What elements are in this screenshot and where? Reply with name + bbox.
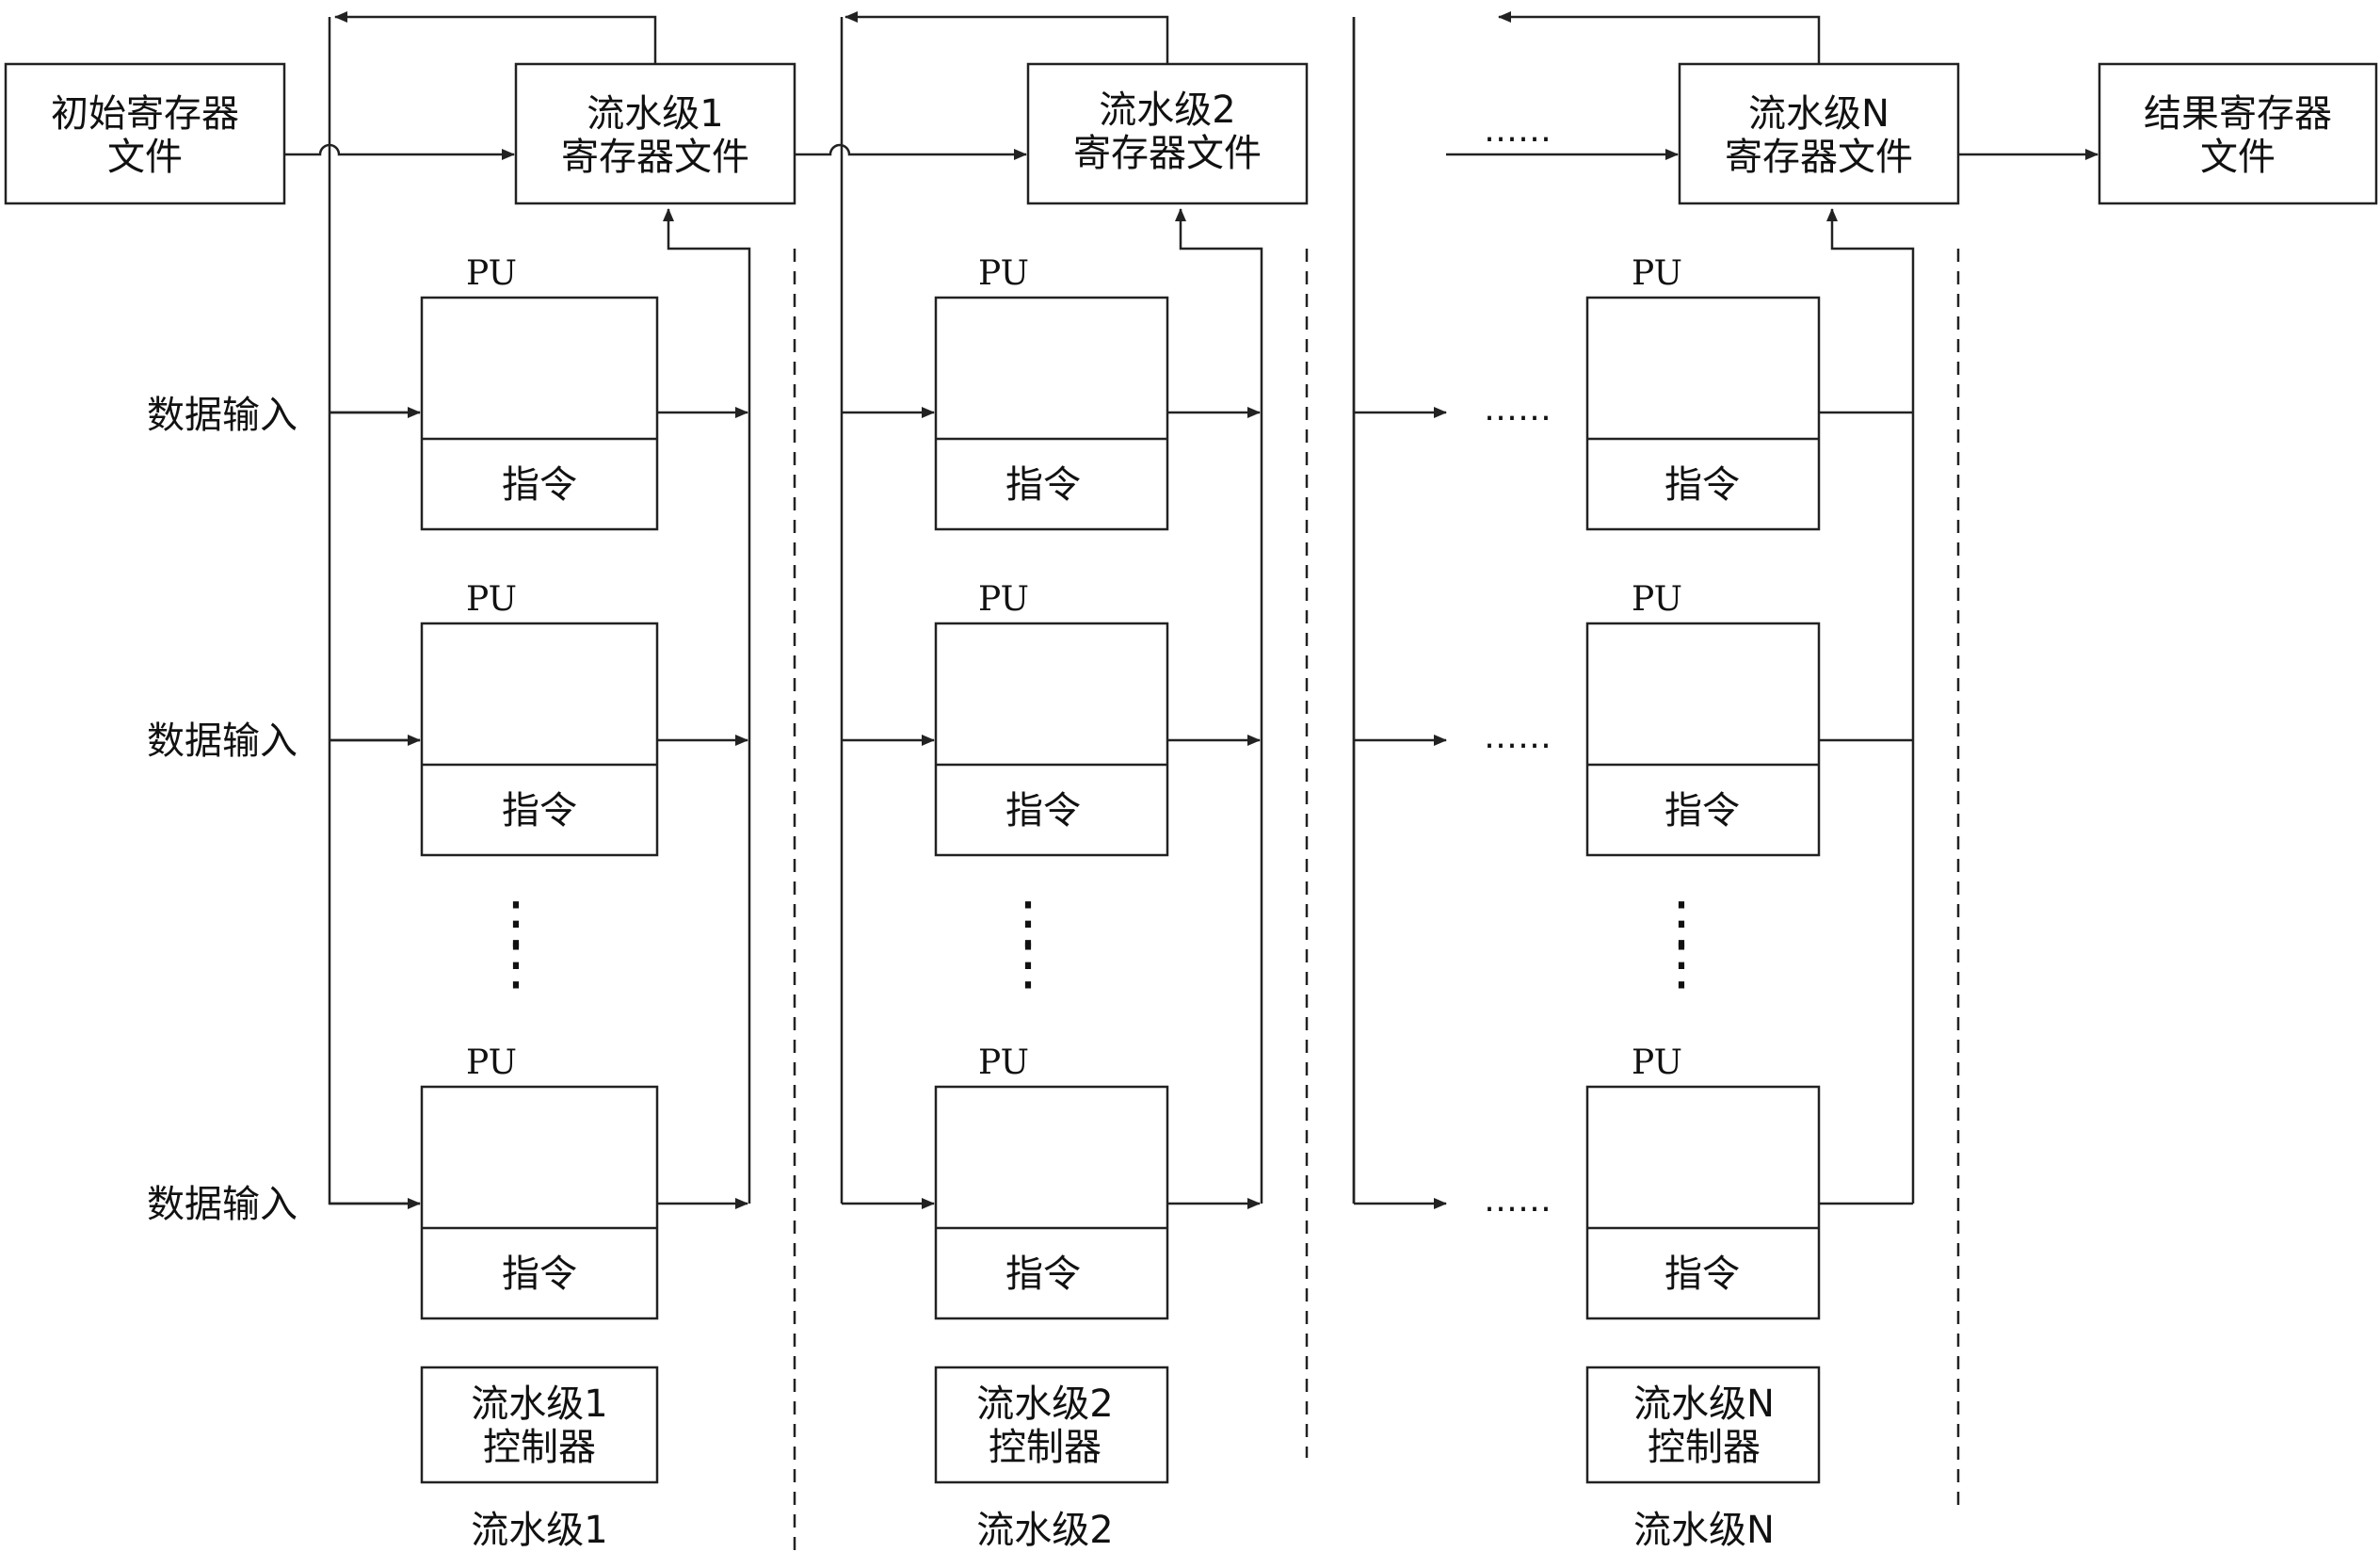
top-row-ellipsis: ……: [1484, 111, 1552, 150]
stage1-pu3-instruction: 指令: [502, 1253, 577, 1296]
stage-N: …… PU 指令 …… PU 指令 ⋮ ⋮ …… PU 指令 流水级N 控制器 …: [1352, 17, 1915, 1552]
stage2-output-bus: [1175, 208, 1263, 1204]
stageN-row2-ellipsis: ……: [1484, 718, 1552, 756]
stage2-register-file: 流水级2 寄存器文件: [1026, 62, 1309, 205]
stage2-register-label-line1: 流水级2: [1099, 89, 1235, 132]
stageN-pu1-box: [1585, 296, 1821, 531]
stageN-pu3-instruction: 指令: [1664, 1253, 1740, 1296]
stage1-label: 流水级1: [471, 1509, 607, 1552]
stage2-pu1-label: PU: [978, 254, 1029, 293]
stage1-vertical-ellipsis-2: ⋮: [488, 931, 544, 997]
stage2-controller-line2: 控制器: [989, 1426, 1102, 1469]
stage-1: PU 指令 PU 指令 ⋮ ⋮ PU 指令 流水级1 控制器 流水级1: [328, 17, 751, 1552]
stageN-controller-box: [1585, 1366, 1821, 1484]
stage2-pu1-instruction: 指令: [1005, 463, 1081, 507]
stage1-controller-line2: 控制器: [483, 1426, 596, 1469]
result-register-file: 结果寄存器 文件: [2098, 62, 2378, 205]
stage2-pu2-instruction: 指令: [1005, 789, 1081, 833]
stageN-controller-line2: 控制器: [1648, 1426, 1761, 1469]
stageN-vertical-ellipsis-2: ⋮: [1653, 931, 1710, 997]
result-register-label-line1: 结果寄存器: [2144, 92, 2332, 136]
stage1-pu2-label: PU: [466, 580, 517, 619]
stage2-pu3-instruction: 指令: [1005, 1253, 1081, 1296]
connector-stage1-to-stage2: [795, 143, 1027, 160]
stage2-pu2-box: [934, 622, 1169, 857]
stage1-pu2-instruction: 指令: [502, 789, 577, 833]
stage1-register-file: 流水级1 寄存器文件: [514, 62, 796, 205]
stage2-vertical-ellipsis-2: ⋮: [1000, 931, 1056, 997]
stage1-register-label-line1: 流水级1: [587, 92, 723, 136]
stageN-output-bus: [1826, 208, 1915, 1204]
stage1-top-feedback: [334, 11, 657, 64]
stageN-controller-line1: 流水级N: [1633, 1382, 1775, 1426]
stageN-register-label-line2: 寄存器文件: [1725, 136, 1913, 179]
data-input-label-3: 数据输入: [147, 1183, 298, 1226]
stage1-output-bus: [663, 208, 751, 1204]
stageN-vertical-ellipsis: ⋮: [1653, 890, 1710, 956]
stage2-label: 流水级2: [976, 1509, 1113, 1552]
initial-register-label-line2: 文件: [107, 136, 183, 179]
stage1-pu1-box: [420, 296, 659, 531]
stageN-pu1-instruction: 指令: [1664, 463, 1740, 507]
stageN-register-file: 流水级N 寄存器文件: [1678, 62, 1960, 205]
stageN-pu3-label: PU: [1632, 1043, 1682, 1082]
stageN-pu1-label: PU: [1632, 254, 1682, 293]
data-input-label-2: 数据输入: [147, 719, 298, 763]
stage2-pu1-box: [934, 296, 1169, 531]
data-input-label-1: 数据输入: [147, 394, 298, 437]
stageN-pu2-instruction: 指令: [1664, 789, 1740, 833]
initial-register-file: 初始寄存器 文件: [4, 62, 286, 205]
stageN-pu2-box: [1585, 622, 1821, 857]
stageN-row1-ellipsis: ……: [1484, 390, 1552, 428]
stage1-input-bus: [328, 17, 420, 1205]
stage1-controller-box: [420, 1366, 659, 1484]
stage2-controller-box: [934, 1366, 1169, 1484]
stage1-register-label-line2: 寄存器文件: [561, 136, 749, 179]
stage1-pu3-label: PU: [466, 1043, 517, 1082]
result-register-label-line2: 文件: [2200, 136, 2275, 179]
stage2-pu3-box: [934, 1085, 1169, 1320]
initial-register-label-line1: 初始寄存器: [51, 92, 239, 136]
connector-initial-to-stage1: [284, 143, 515, 160]
stage-2: PU 指令 PU 指令 ⋮ ⋮ PU 指令 流水级2 控制器 流水级2: [840, 17, 1263, 1552]
stageN-top-feedback: [1498, 11, 1821, 64]
stageN-row3-ellipsis: ……: [1484, 1181, 1552, 1220]
stageN-label: 流水级N: [1633, 1509, 1775, 1552]
stage1-vertical-ellipsis: ⋮: [488, 890, 544, 956]
stage1-pu1-instruction: 指令: [502, 463, 577, 507]
stage2-pu3-label: PU: [978, 1043, 1029, 1082]
stage1-controller-line1: 流水级1: [471, 1382, 607, 1426]
stage2-pu2-label: PU: [978, 580, 1029, 619]
stageN-register-label-line1: 流水级N: [1748, 92, 1890, 136]
stage2-vertical-ellipsis: ⋮: [1000, 890, 1056, 956]
stage2-controller-line1: 流水级2: [976, 1382, 1113, 1426]
stageN-pu2-label: PU: [1632, 580, 1682, 619]
stageN-pu3-box: [1585, 1085, 1821, 1320]
stage2-register-label-line2: 寄存器文件: [1073, 132, 1262, 175]
stage1-pu1-label: PU: [466, 254, 517, 293]
stage2-top-feedback: [844, 11, 1169, 64]
